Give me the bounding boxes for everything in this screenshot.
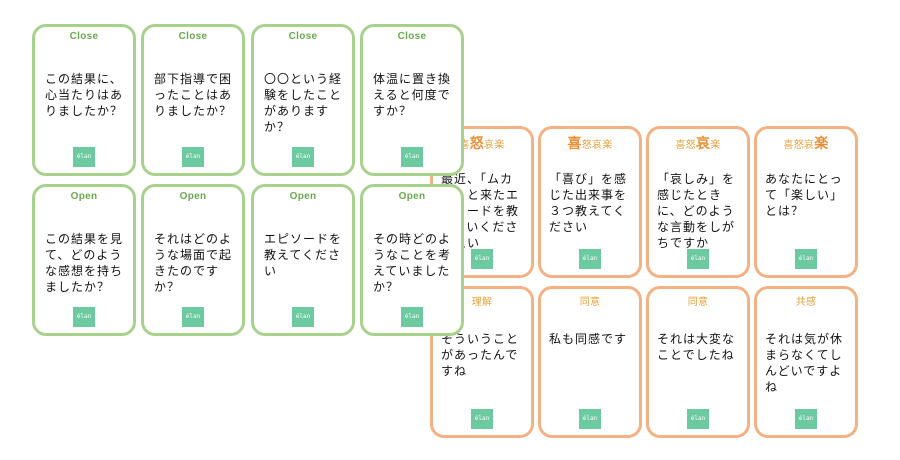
card-question: その時どのようなことを考えていましたか？ xyxy=(373,232,452,294)
elan-logo: élan xyxy=(471,249,493,269)
card-question: 〇〇という経験をしたことがありますか？ xyxy=(264,72,343,134)
card-question: そういうことがあったんですね xyxy=(441,332,520,378)
elan-logo: élan xyxy=(471,409,493,429)
elan-logo: élan xyxy=(687,249,709,269)
open-question-card[interactable]: Open エピソードを教えてください élan xyxy=(251,184,355,336)
card-category: Close xyxy=(178,31,208,42)
card-category: 同意 xyxy=(687,297,709,308)
card-category: Close xyxy=(397,31,427,42)
emotion-card[interactable]: 喜怒哀楽 あなたにとって「楽しい」とは？ élan xyxy=(754,126,858,278)
card-question: この結果に、心当たりはありましたか？ xyxy=(45,72,124,118)
emotion-card[interactable]: 喜怒哀楽 「喜び」を感じた出来事を３つ教えてください élan xyxy=(538,126,642,278)
card-question: この結果を見て、どのような感想を持ちましたか？ xyxy=(45,232,124,294)
elan-logo: élan xyxy=(579,249,601,269)
card-question: それはどのような場面で起きたのですか？ xyxy=(154,232,233,294)
card-category: 共感 xyxy=(795,297,817,308)
card-category: Open xyxy=(289,191,317,202)
card-question: あなたにとって「楽しい」とは？ xyxy=(765,172,844,218)
card-category: Close xyxy=(69,31,99,42)
open-question-card[interactable]: Open この結果を見て、どのような感想を持ちましたか？ élan xyxy=(32,184,136,336)
card-question: それは大変なことでしたね xyxy=(657,332,736,362)
card-category: Open xyxy=(179,191,207,202)
close-question-card[interactable]: Close この結果に、心当たりはありましたか？ élan xyxy=(32,24,136,176)
elan-logo: élan xyxy=(401,147,423,167)
card-category: 喜怒哀楽 xyxy=(675,135,721,151)
elan-logo: élan xyxy=(182,147,204,167)
elan-logo: élan xyxy=(579,409,601,429)
card-category: 喜怒哀楽 xyxy=(567,135,613,151)
card-question: それは気が休まらなくてしんどいですよね xyxy=(765,332,844,394)
close-question-card[interactable]: Close 〇〇という経験をしたことがありますか？ élan xyxy=(251,24,355,176)
card-category: Open xyxy=(398,191,426,202)
elan-logo: élan xyxy=(73,147,95,167)
elan-logo: élan xyxy=(795,409,817,429)
elan-logo: élan xyxy=(292,307,314,327)
elan-logo: élan xyxy=(292,147,314,167)
response-card[interactable]: 同意 私も同感です élan xyxy=(538,286,642,438)
open-question-card[interactable]: Open それはどのような場面で起きたのですか？ élan xyxy=(141,184,245,336)
response-card[interactable]: 同意 それは大変なことでしたね élan xyxy=(646,286,750,438)
close-question-card[interactable]: Close 部下指導で困ったことはありましたか？ élan xyxy=(141,24,245,176)
card-category: 喜怒哀楽 xyxy=(459,135,505,151)
card-category: 喜怒哀楽 xyxy=(783,135,829,151)
card-question: エピソードを教えてください xyxy=(264,232,343,278)
card-question: 「哀しみ」を感じたときに、どのような言動をしがちですか xyxy=(657,172,736,250)
card-question: 「喜び」を感じた出来事を３つ教えてください xyxy=(549,172,628,234)
emotion-card[interactable]: 喜怒哀楽 「哀しみ」を感じたときに、どのような言動をしがちですか élan xyxy=(646,126,750,278)
response-card[interactable]: 共感 それは気が休まらなくてしんどいですよね élan xyxy=(754,286,858,438)
card-category: 理解 xyxy=(471,297,493,308)
card-category: 同意 xyxy=(579,297,601,308)
card-category: Close xyxy=(288,31,318,42)
card-question: 私も同感です xyxy=(549,332,628,346)
close-question-card[interactable]: Close 体温に置き換えると何度ですか？ élan xyxy=(360,24,464,176)
card-category: Open xyxy=(70,191,98,202)
elan-logo: élan xyxy=(687,409,709,429)
card-question: 部下指導で困ったことはありましたか？ xyxy=(154,72,233,118)
elan-logo: élan xyxy=(401,307,423,327)
open-question-card[interactable]: Open その時どのようなことを考えていましたか？ élan xyxy=(360,184,464,336)
elan-logo: élan xyxy=(182,307,204,327)
card-question: 体温に置き換えると何度ですか？ xyxy=(373,72,452,118)
elan-logo: élan xyxy=(795,249,817,269)
elan-logo: élan xyxy=(73,307,95,327)
response-card[interactable]: 理解 そういうことがあったんですね élan xyxy=(430,286,534,438)
